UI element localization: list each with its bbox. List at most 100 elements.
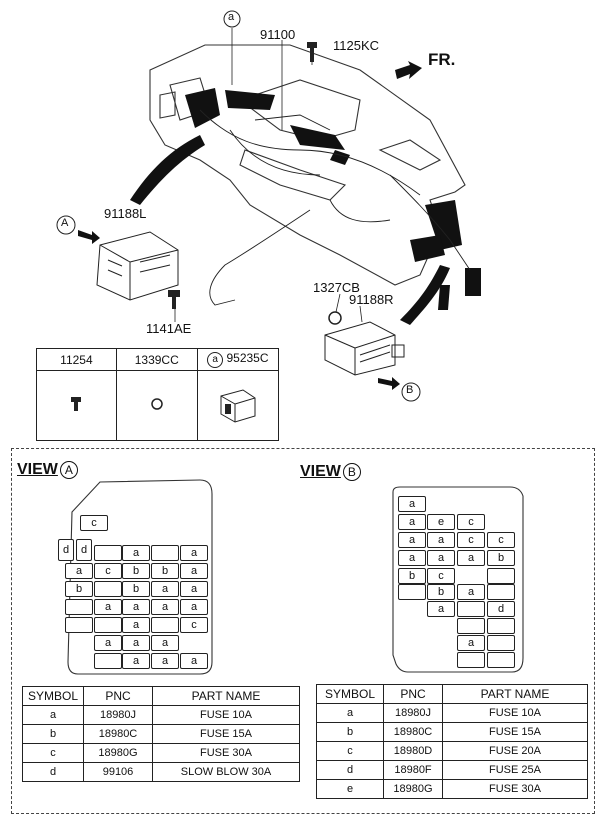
fuse-slot: d xyxy=(58,539,74,561)
fuse-slot: a xyxy=(427,550,455,566)
table-cell: 18980J xyxy=(83,705,153,725)
table-cell: 18980G xyxy=(83,743,153,763)
fuse-slot: a xyxy=(151,653,179,669)
table-cell: 18980C xyxy=(83,724,153,744)
fuse-slot: a xyxy=(122,635,150,651)
fuse-slot: a xyxy=(151,581,179,597)
fuse-slot: c xyxy=(80,515,108,531)
fuse-slot: a xyxy=(180,599,208,615)
fuse-slot-empty xyxy=(487,584,515,600)
screw-icon xyxy=(71,397,82,411)
callout-1141ae: 1141AE xyxy=(146,321,192,336)
fuse-slot xyxy=(94,545,122,561)
callout-91188r: 91188R xyxy=(349,292,394,307)
table-a-header-symbol: SYMBOL xyxy=(22,686,84,706)
table-cell: FUSE 25A xyxy=(442,760,588,780)
view-b-circle xyxy=(401,382,421,402)
fuse-slot: e xyxy=(427,514,455,530)
fuse-slot: a xyxy=(122,653,150,669)
fuse-slot-empty xyxy=(487,635,515,651)
table-cell: d xyxy=(22,762,84,782)
view-b-letter: B xyxy=(342,463,361,481)
fuse-slot: a xyxy=(427,601,455,617)
fuse-slot-empty xyxy=(487,568,515,584)
fuse-slot: c xyxy=(427,568,455,584)
table-cell: e xyxy=(316,779,384,799)
fuse-slot: b xyxy=(427,584,455,600)
legend-table: 11254 1339CC a 95235C xyxy=(36,348,280,441)
fuse-slot-empty xyxy=(457,601,485,617)
fuse-slot: c xyxy=(457,532,485,548)
marker-a-circle xyxy=(223,10,241,28)
relay-icon xyxy=(220,389,256,423)
table-cell: FUSE 30A xyxy=(152,743,300,763)
fuse-slot: d xyxy=(487,601,515,617)
swoosh-arrow-right xyxy=(400,265,450,325)
fuse-slot: a xyxy=(151,635,179,651)
table-cell: 18980C xyxy=(383,722,443,742)
fuse-slot-empty xyxy=(457,652,485,668)
fuse-slot-empty xyxy=(487,618,515,634)
fuse-slot: a xyxy=(94,599,122,615)
swoosh-arrow-left xyxy=(130,135,205,205)
fuse-slot xyxy=(65,617,93,633)
fuse-slot: a xyxy=(398,496,426,512)
fuse-slot: a xyxy=(398,514,426,530)
fuse-slot: a xyxy=(122,545,150,561)
fuse-slot: a xyxy=(457,584,485,600)
fuse-slot: a xyxy=(65,563,93,579)
table-cell: FUSE 15A xyxy=(152,724,300,744)
table-cell: b xyxy=(316,722,384,742)
fuse-slot: b xyxy=(487,550,515,566)
fuse-slot xyxy=(65,599,93,615)
fuse-slot: a xyxy=(398,550,426,566)
fuse-slot xyxy=(94,581,122,597)
nut-1327cb-icon xyxy=(328,311,342,325)
front-arrow-icon xyxy=(395,61,422,79)
fuse-slot-empty xyxy=(398,584,426,600)
callout-1327cb: 1327CB xyxy=(313,280,360,295)
table-cell: 18980D xyxy=(383,741,443,761)
fuse-slot: b xyxy=(65,581,93,597)
junction-box-right xyxy=(324,321,405,376)
table-b-header-symbol: SYMBOL xyxy=(316,684,384,704)
table-b-header-part-name: PART NAME xyxy=(442,684,588,704)
fuse-slot: a xyxy=(180,581,208,597)
view-a-title-text: VIEW xyxy=(17,461,58,478)
table-cell: 18980G xyxy=(383,779,443,799)
fuse-slot xyxy=(94,617,122,633)
callout-view-b: B xyxy=(406,384,414,396)
table-cell: 18980J xyxy=(383,703,443,723)
table-cell: d xyxy=(316,760,384,780)
fuse-slot: a xyxy=(457,635,485,651)
fuse-slot: c xyxy=(457,514,485,530)
fuse-slot xyxy=(94,653,122,669)
legend-header-95235c: a 95235C xyxy=(196,348,280,371)
legend-95235c-label: 95235C xyxy=(226,351,269,365)
junction-box-left xyxy=(96,231,179,301)
fuse-slot: b xyxy=(122,581,150,597)
legend-cell-relay xyxy=(196,370,280,441)
fuse-slot xyxy=(487,652,515,668)
fuse-slot: c xyxy=(180,617,208,633)
wiring-assembly-drawing xyxy=(56,10,481,402)
view-a-letter: A xyxy=(59,461,78,479)
fuse-slot: a xyxy=(122,599,150,615)
fuse-slot: a xyxy=(180,563,208,579)
view-b-arrow-icon xyxy=(378,377,400,390)
table-a-header-pnc: PNC xyxy=(83,686,153,706)
callout-91188l: 91188L xyxy=(104,206,147,221)
table-cell: FUSE 10A xyxy=(442,703,588,723)
fuse-slot: a xyxy=(398,532,426,548)
table-cell: b xyxy=(22,724,84,744)
view-a-arrow-icon xyxy=(78,230,100,244)
table-cell: FUSE 10A xyxy=(152,705,300,725)
